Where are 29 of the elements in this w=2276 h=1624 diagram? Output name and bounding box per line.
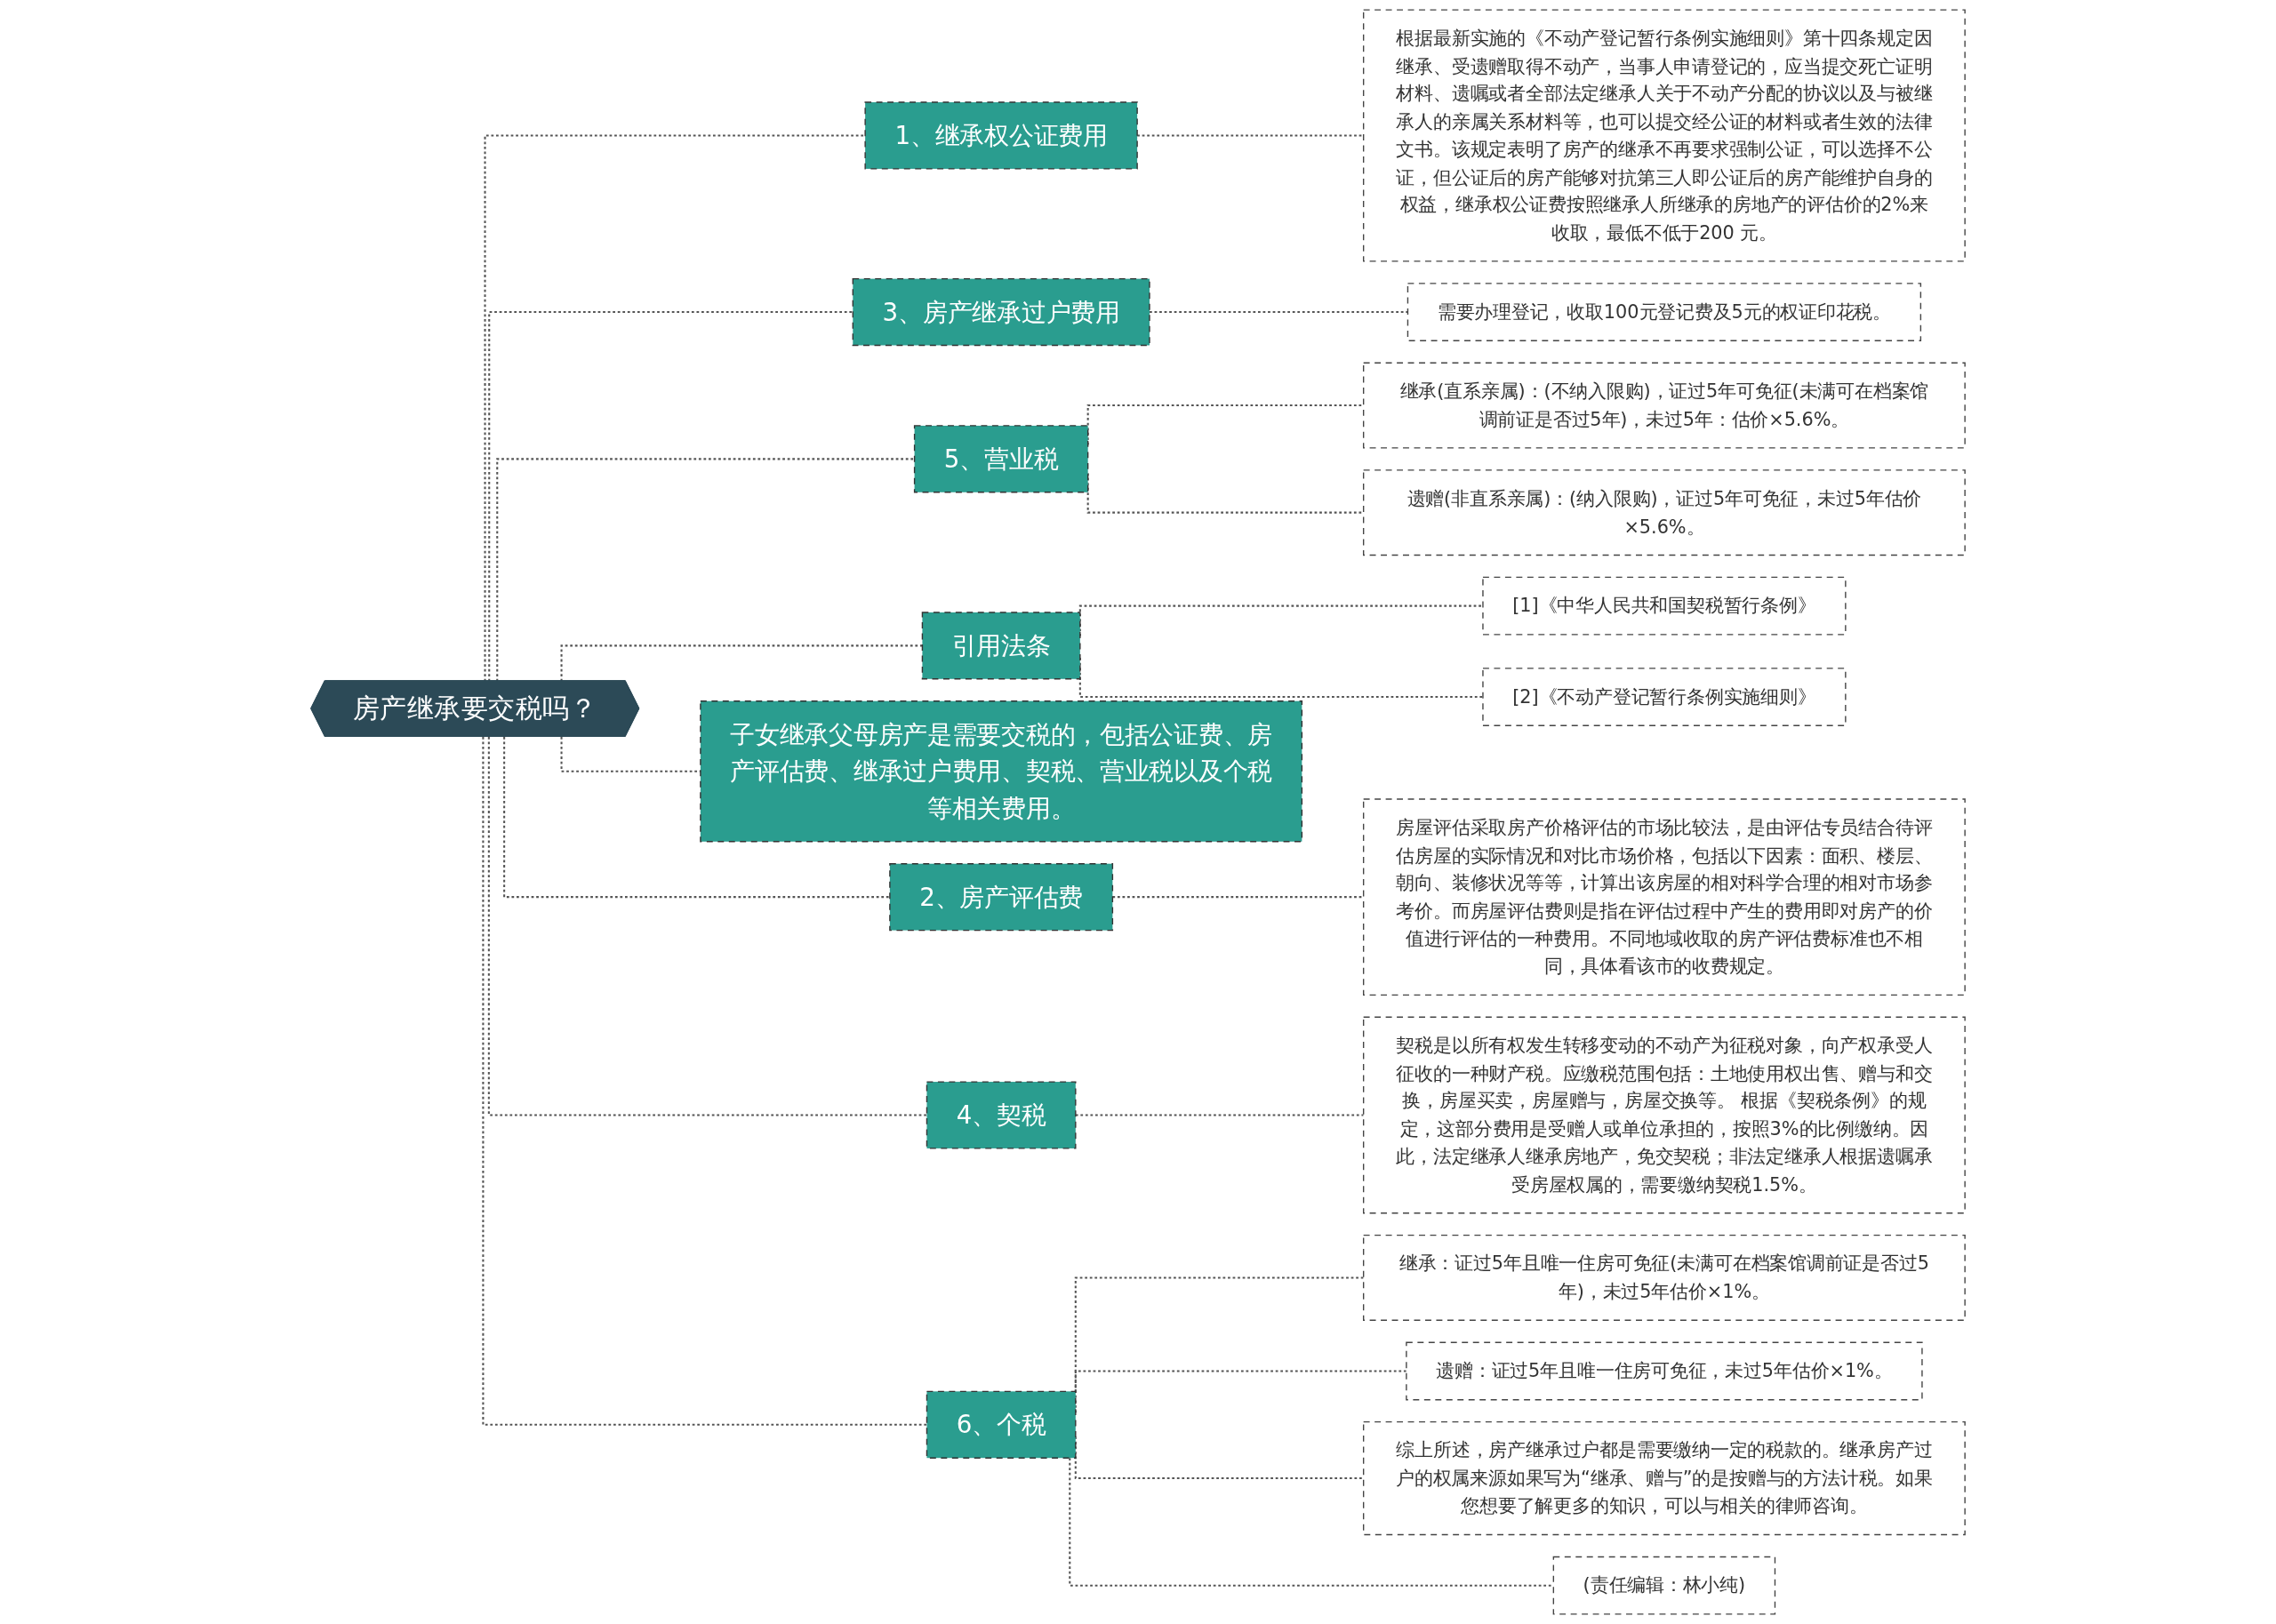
connector <box>487 736 927 1116</box>
connector <box>1069 1458 1554 1587</box>
node-box <box>1552 1556 1776 1615</box>
node-box <box>1482 668 1847 726</box>
node-box <box>1362 798 1966 996</box>
node-box <box>1362 362 1966 449</box>
node-box <box>700 700 1303 843</box>
node-box <box>1362 1420 1966 1536</box>
node-box <box>926 1081 1077 1149</box>
node-box <box>926 1390 1077 1459</box>
node-box <box>1362 9 1966 262</box>
node-box <box>1362 469 1966 556</box>
node-box <box>913 425 1089 493</box>
node-box <box>864 101 1138 170</box>
connector <box>1074 1276 1364 1392</box>
node-box <box>1362 1016 1966 1214</box>
node-box <box>889 863 1114 932</box>
connector <box>482 736 927 1426</box>
node-box <box>1406 1341 1923 1401</box>
node-box <box>1482 576 1847 636</box>
node-box <box>852 277 1150 347</box>
connector <box>496 458 915 682</box>
connector <box>503 736 890 899</box>
node-box <box>1406 283 1922 341</box>
node-box <box>1362 1234 1966 1321</box>
node-box <box>921 612 1081 680</box>
connector <box>488 311 854 682</box>
connector <box>560 644 923 682</box>
connector <box>484 134 866 682</box>
